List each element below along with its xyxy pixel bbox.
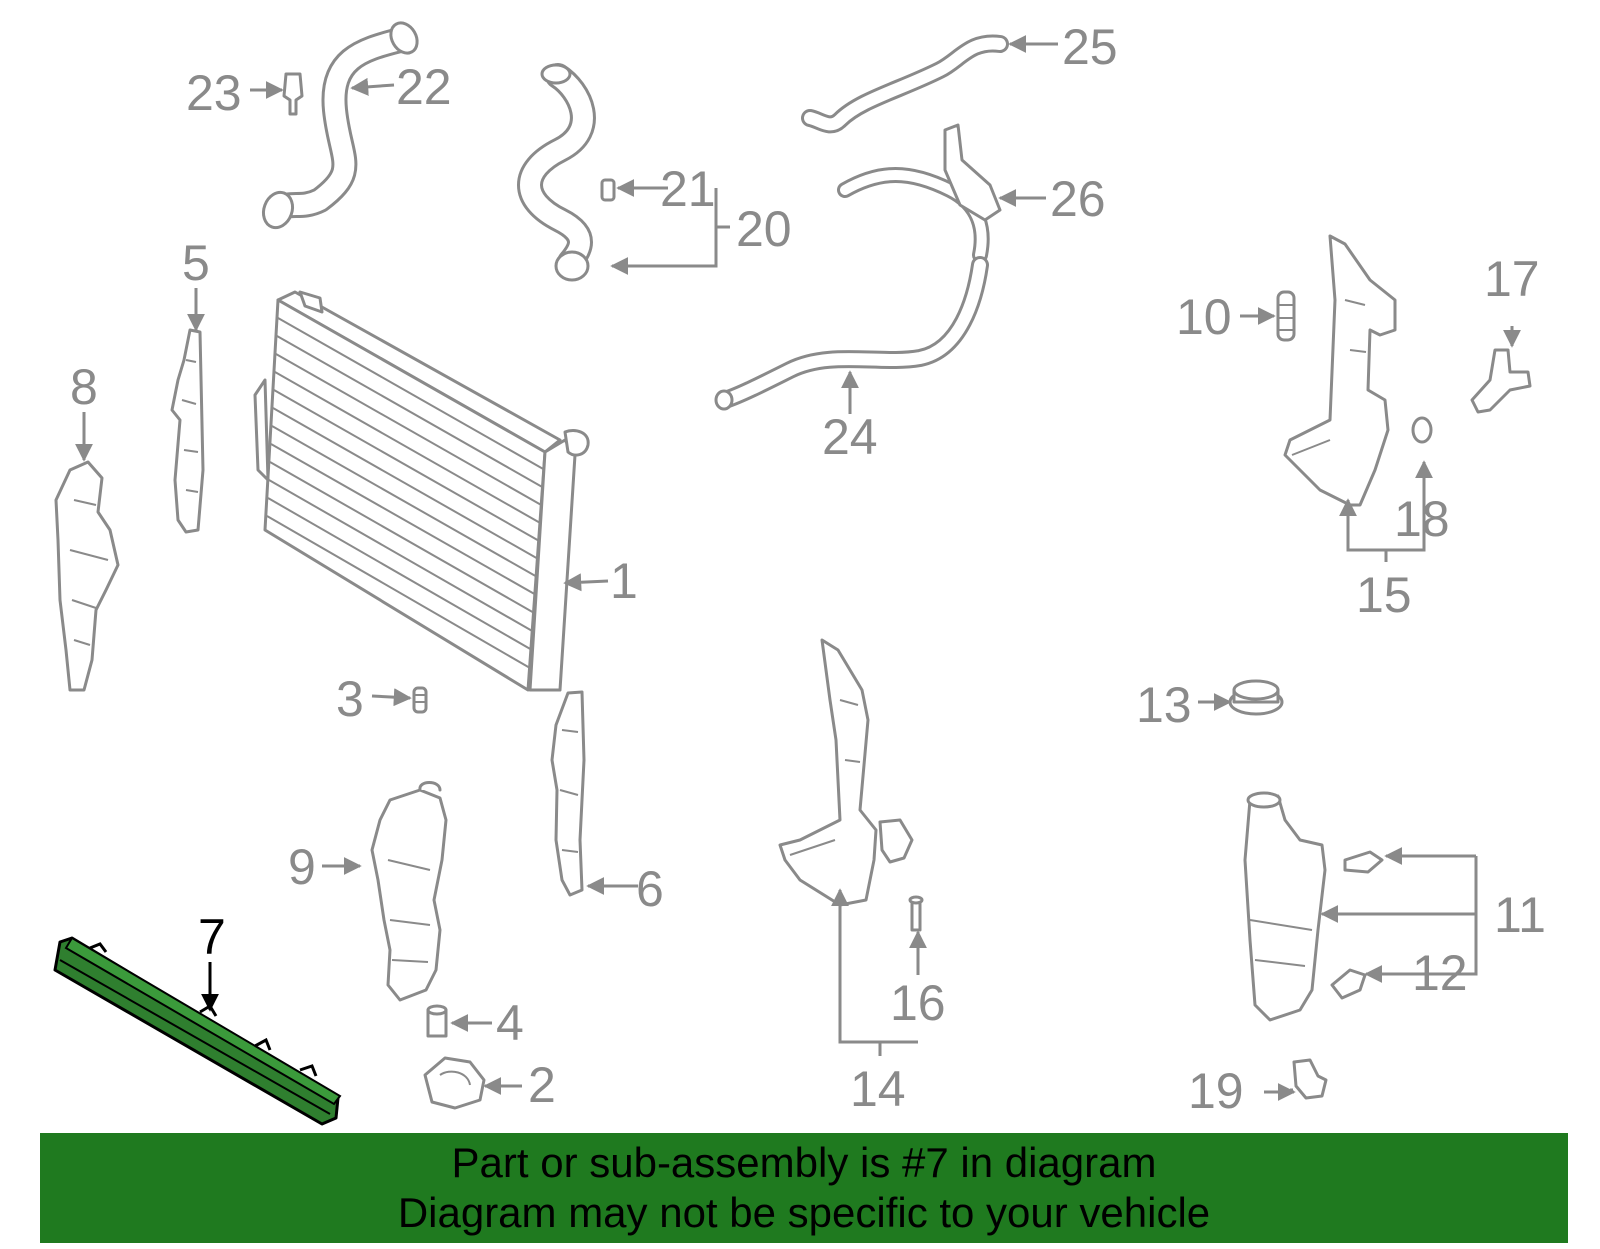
callout-10: 10 [1176,289,1232,345]
bracket-part-26 [837,123,1002,263]
hose-part-24 [714,256,989,411]
callout-16: 16 [890,975,946,1031]
clip-part-19 [1292,1058,1328,1100]
callout-25: 25 [1062,19,1118,75]
callout-15: 15 [1356,567,1412,623]
callout-8: 8 [70,359,98,415]
callout-3: 3 [336,671,364,727]
clip-part-12 [1330,968,1367,1000]
bushing-part-4 [426,1004,448,1038]
side-bracket-part-5 [170,328,205,534]
info-banner: Part or sub-assembly is #7 in diagram Di… [40,1133,1568,1243]
callout-13: 13 [1136,677,1192,733]
expansion-tank-part-9 [370,781,448,1002]
callout-5: 5 [182,235,210,291]
callout-6: 6 [636,861,664,917]
callout-7-highlighted: 7 [198,909,226,965]
bushing-part-10 [1276,290,1296,342]
clip-part-21 [600,178,616,202]
hose-part-25 [801,34,1009,134]
callout-14: 14 [850,1061,906,1117]
callout-23: 23 [186,65,242,121]
callout-4: 4 [496,995,524,1051]
callout-20: 20 [736,201,792,257]
bolt-part-3 [412,686,428,714]
callout-18: 18 [1394,491,1450,547]
radiator-part-1 [253,290,590,692]
callout-24: 24 [822,409,878,465]
cap-part-13 [1228,679,1284,716]
callout-1: 1 [610,553,638,609]
bolt-part-16 [908,895,924,932]
seal-part-18 [1411,416,1433,444]
hose-part-20 [517,63,596,282]
leader-lines [75,35,1521,1101]
callout-2: 2 [528,1057,556,1113]
callout-26: 26 [1050,171,1106,227]
callout-labels: 1 2 3 4 5 6 7 8 9 10 11 12 13 14 15 16 1… [70,19,1546,1119]
callout-17: 17 [1484,251,1540,307]
callout-12: 12 [1412,945,1468,1001]
callout-22: 22 [396,59,452,115]
callout-9: 9 [288,839,316,895]
sensor-part-23 [282,72,304,116]
hose-part-22 [261,21,419,230]
bracket-part-14 [778,638,914,907]
side-bracket-part-6 [550,690,586,897]
banner-line-1: Part or sub-assembly is #7 in diagram [451,1139,1157,1186]
bracket-part-15 [1283,234,1397,507]
side-bracket-part-8 [54,460,120,692]
banner-line-2: Diagram may not be specific to your vehi… [397,1189,1211,1236]
grommet-part-11 [1343,850,1384,874]
callout-11: 11 [1494,887,1546,943]
air-guide-part-7-highlighted [53,936,342,1126]
callout-21: 21 [660,161,716,217]
fitting-part-17 [1470,348,1532,414]
mount-part-2 [423,1056,486,1110]
callout-19: 19 [1188,1063,1244,1119]
reservoir-part-11 [1243,791,1327,1022]
